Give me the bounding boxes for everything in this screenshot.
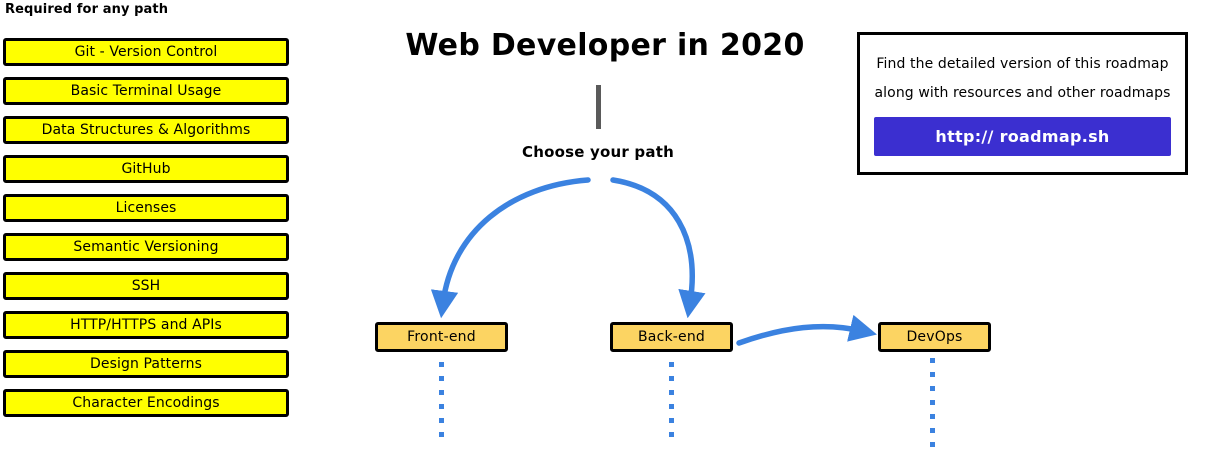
- trail-dot: [930, 442, 935, 447]
- required-skill-item[interactable]: Data Structures & Algorithms: [3, 116, 289, 144]
- path-node-front-end[interactable]: Front-end: [375, 322, 508, 352]
- trail-dot: [439, 418, 444, 423]
- arrow-to-frontend: [430, 177, 591, 319]
- title-connector-line: [596, 85, 601, 129]
- trail-dot: [439, 362, 444, 367]
- trail-dot: [930, 414, 935, 419]
- page-title: Web Developer in 2020: [405, 28, 805, 63]
- required-skill-item[interactable]: GitHub: [3, 155, 289, 183]
- trail-dot: [669, 362, 674, 367]
- trail-dot: [439, 432, 444, 437]
- trail-dot: [669, 404, 674, 409]
- required-skill-item[interactable]: Licenses: [3, 194, 289, 222]
- required-skill-item[interactable]: Git - Version Control: [3, 38, 289, 66]
- required-skill-list: Git - Version Control Basic Terminal Usa…: [3, 38, 291, 428]
- required-section-heading: Required for any path: [5, 2, 169, 17]
- trail-dot: [439, 390, 444, 395]
- required-skill-item[interactable]: Semantic Versioning: [3, 233, 289, 261]
- trail-dot: [669, 432, 674, 437]
- dot-trail-front-end: [439, 362, 444, 446]
- required-skill-item[interactable]: Design Patterns: [3, 350, 289, 378]
- required-skill-item[interactable]: SSH: [3, 272, 289, 300]
- dot-trail-devops: [930, 358, 935, 456]
- required-skill-item[interactable]: Basic Terminal Usage: [3, 77, 289, 105]
- choose-path-label: Choose your path: [522, 143, 674, 161]
- path-node-back-end[interactable]: Back-end: [610, 322, 733, 352]
- roadmap-info-box: Find the detailed version of this roadma…: [857, 32, 1188, 175]
- trail-dot: [439, 404, 444, 409]
- trail-dot: [930, 358, 935, 363]
- arrow-backend-to-devops: [736, 314, 877, 346]
- required-for-any-path-section: Required for any path Git - Version Cont…: [3, 0, 295, 417]
- arrow-to-backend: [610, 177, 706, 319]
- trail-dot: [930, 428, 935, 433]
- trail-dot: [930, 386, 935, 391]
- required-skill-item[interactable]: HTTP/HTTPS and APIs: [3, 311, 289, 339]
- trail-dot: [669, 376, 674, 381]
- trail-dot: [669, 418, 674, 423]
- info-box-line-1: Find the detailed version of this roadma…: [876, 56, 1169, 72]
- path-node-devops[interactable]: DevOps: [878, 322, 991, 352]
- dot-trail-back-end: [669, 362, 674, 446]
- required-skill-item[interactable]: Character Encodings: [3, 389, 289, 417]
- trail-dot: [930, 372, 935, 377]
- trail-dot: [930, 400, 935, 405]
- trail-dot: [439, 376, 444, 381]
- roadmap-link-button[interactable]: http:// roadmap.sh: [874, 117, 1171, 156]
- trail-dot: [669, 390, 674, 395]
- info-box-line-2: along with resources and other roadmaps: [874, 85, 1171, 101]
